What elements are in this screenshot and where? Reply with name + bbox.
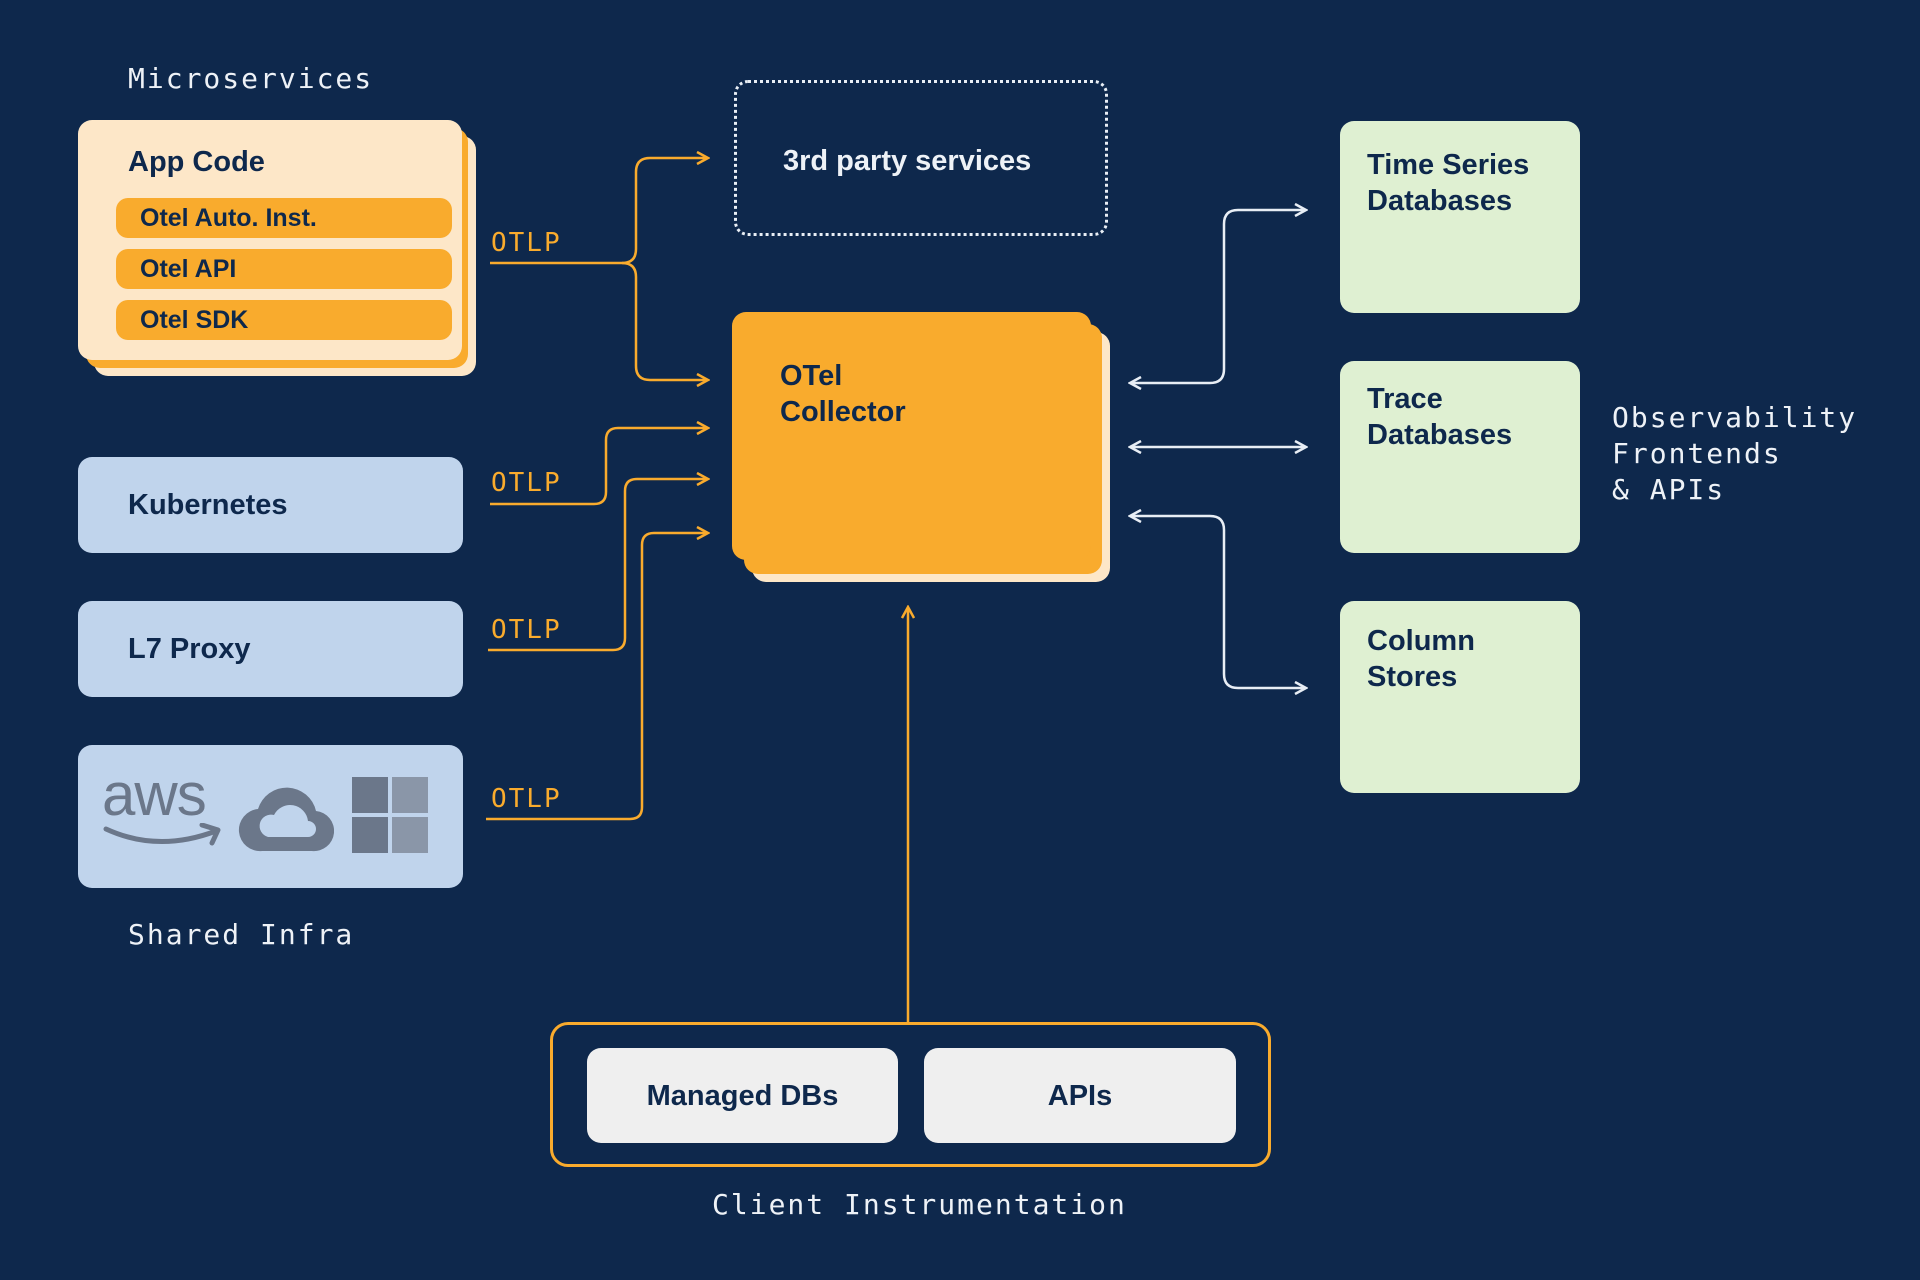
wire-app-to-third-party <box>621 158 708 265</box>
app-code-card: App Code Otel Auto. Inst. Otel API Otel … <box>78 120 462 360</box>
client-instrumentation-label: Client Instrumentation <box>712 1188 1127 1221</box>
wire-proxy-to-collector <box>488 479 708 652</box>
column-stores-line-2: Stores <box>1367 661 1458 693</box>
wire-collector-timeseries <box>1130 210 1306 383</box>
managed-dbs-label: Managed DBs <box>646 1079 839 1112</box>
apis-card: APIs <box>924 1048 1236 1143</box>
kubernetes-label: Kubernetes <box>128 489 288 521</box>
otlp-label-proxy: OTLP <box>491 615 562 645</box>
l7-proxy-label: L7 Proxy <box>128 633 251 665</box>
google-cloud-icon <box>238 787 334 852</box>
microservices-label: Microservices <box>128 62 374 95</box>
aws-logo-text: aws <box>102 761 207 828</box>
otlp-label-app: OTLP <box>491 228 562 258</box>
trace-databases-title: Trace Databases <box>1367 381 1512 453</box>
windows-grid-icon <box>352 777 428 853</box>
otel-auto-inst-pill: Otel Auto. Inst. <box>116 198 452 238</box>
observability-line-1: Observability <box>1612 401 1858 434</box>
observability-line-3: & APIs <box>1612 473 1726 506</box>
column-stores-card: Column Stores <box>1340 601 1580 793</box>
managed-dbs-card: Managed DBs <box>587 1048 898 1143</box>
trace-line-1: Trace <box>1367 383 1443 415</box>
app-code-title: App Code <box>128 146 265 178</box>
l7-proxy-card: L7 Proxy <box>78 601 463 697</box>
time-series-databases-title: Time Series Databases <box>1367 147 1529 219</box>
observability-label: Observability Frontends & APIs <box>1612 400 1857 508</box>
time-series-databases-card: Time Series Databases <box>1340 121 1580 313</box>
otlp-label-kubernetes: OTLP <box>491 468 562 498</box>
otel-collector-title: OTel Collector <box>780 358 906 430</box>
time-series-line-1: Time Series <box>1367 149 1530 181</box>
wire-kubernetes-to-collector <box>490 428 708 506</box>
trace-line-2: Databases <box>1367 419 1513 451</box>
aws-smile-icon <box>103 823 221 846</box>
otel-sdk-pill: Otel SDK <box>116 300 452 340</box>
otlp-label-cloud: OTLP <box>491 784 562 814</box>
aws-logo-icon: aws <box>102 761 222 857</box>
observability-line-2: Frontends <box>1612 437 1782 470</box>
wire-app-to-collector <box>621 261 708 380</box>
shared-infra-label: Shared Infra <box>128 918 355 951</box>
third-party-services-label: 3rd party services <box>783 145 1032 177</box>
apis-label: APIs <box>1047 1079 1113 1112</box>
column-stores-line-1: Column <box>1367 625 1475 657</box>
otel-collector-line-1: OTel <box>780 360 843 392</box>
trace-databases-card: Trace Databases <box>1340 361 1580 553</box>
otel-collector-card: OTel Collector <box>732 312 1091 560</box>
client-instrumentation-group: Managed DBs APIs <box>550 1022 1271 1167</box>
wire-collector-column <box>1130 516 1306 688</box>
wire-cloud-to-collector <box>486 533 708 821</box>
otel-api-pill: Otel API <box>116 249 452 289</box>
otel-collector-line-2: Collector <box>780 396 906 428</box>
third-party-services-box: 3rd party services <box>734 80 1108 236</box>
kubernetes-card: Kubernetes <box>78 457 463 553</box>
cloud-providers-card: aws <box>78 745 463 888</box>
column-stores-title: Column Stores <box>1367 623 1475 695</box>
time-series-line-2: Databases <box>1367 185 1513 217</box>
